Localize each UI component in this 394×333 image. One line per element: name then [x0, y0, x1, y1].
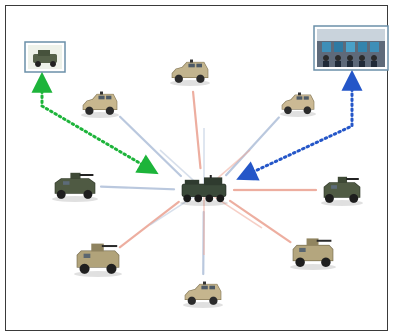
- spoke-link-top: [191, 90, 202, 170]
- vehicle-center: [180, 175, 228, 206]
- top-left-inset: [24, 41, 66, 73]
- inset-photos: [24, 25, 389, 73]
- spoke-link-left: [99, 185, 176, 191]
- vehicle-lower-left: [74, 243, 122, 277]
- blue-dotted-link: [236, 69, 363, 181]
- vehicle-upper-left: [81, 91, 119, 118]
- vehicle-left: [52, 172, 98, 202]
- vehicle-lower-right: [290, 238, 336, 270]
- vehicle-upper-right: [280, 92, 316, 117]
- spoke-link-lower-right: [228, 199, 292, 244]
- vehicle-right: [321, 176, 363, 206]
- green-dotted-link: [31, 71, 159, 175]
- vehicles: [52, 59, 363, 308]
- spoke-link-lower-left: [118, 200, 180, 249]
- spoke-link-upper-left: [118, 115, 182, 178]
- top-right-inset: [313, 25, 389, 71]
- vehicle-bottom: [183, 281, 223, 308]
- vehicle-top: [170, 59, 210, 86]
- spoke-link-upper-right: [225, 116, 280, 177]
- dotted-links: [31, 69, 363, 181]
